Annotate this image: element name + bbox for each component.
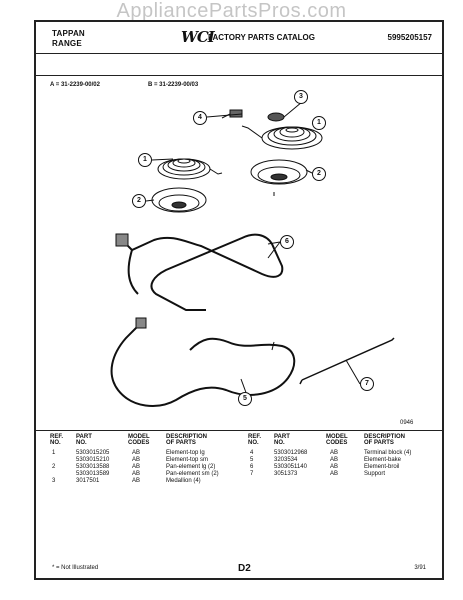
callout-3: 3 [294,90,308,104]
callout-1-right: 1 [312,116,326,130]
bake-element [110,323,296,407]
header-rule [36,53,442,54]
callout-4: 4 [193,111,207,125]
callout-7: 7 [360,377,374,391]
brand-block: TAPPAN RANGE [52,29,85,49]
medallion [267,101,303,122]
callout-1-left: 1 [138,153,152,167]
header-ref-left: REF.NO. [50,434,64,446]
catalog-title: FACTORY PARTS CATALOG [208,33,315,42]
catalog-number: 5995205157 [387,33,433,42]
drip-pan-right [250,159,308,196]
exploded-parts-diagram [110,101,395,407]
product-type: RANGE [52,39,82,48]
page-label: D2 [238,563,251,574]
parts-catalog-page: TAPPAN RANGE WCI FACTORY PARTS CATALOG 5… [34,20,444,580]
header-ref-right: REF.NO. [248,434,262,446]
revision-date: 3/91 [414,565,426,571]
callout-6: 6 [280,235,294,249]
wci-logo: WCI [181,28,215,46]
surface-element-right [241,125,323,150]
callout-2-right: 2 [312,167,326,181]
watermark: AppliancePartsPros.com [116,0,347,22]
variant-rule [36,75,442,76]
brand-name: TAPPAN [52,29,85,38]
broil-element [123,233,284,311]
callout-5: 5 [238,392,252,406]
surface-element-left [157,158,223,180]
support-bracket [299,337,395,385]
table-rule [36,430,442,431]
footnote: * = Not Illustrated [52,565,99,571]
variant-b: B = 31-2239-00/03 [148,82,199,88]
variant-a: A = 31-2239-00/02 [50,82,100,88]
callout-2-left: 2 [132,194,146,208]
diagram-code: 0946 [400,420,414,426]
drip-pan-left [151,187,207,213]
